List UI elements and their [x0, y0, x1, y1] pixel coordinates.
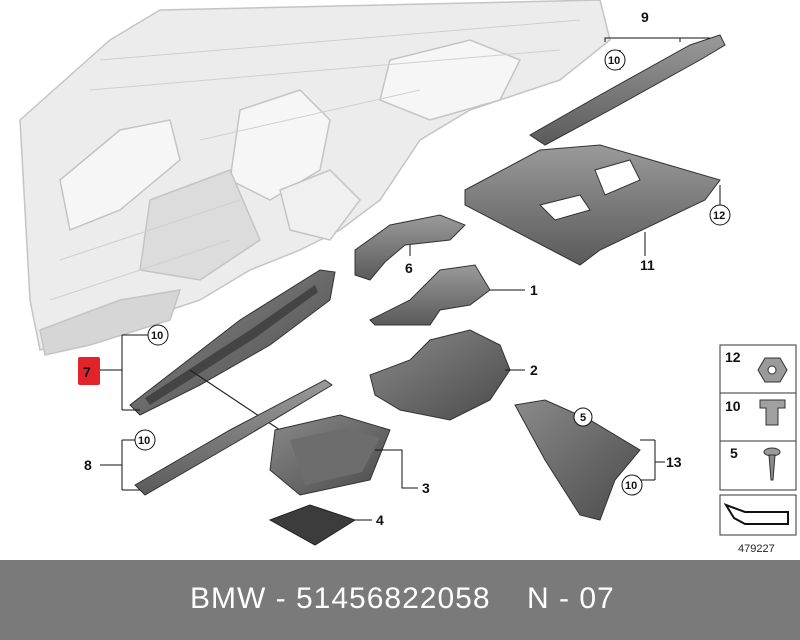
circle-ref-10-part9 [604, 49, 626, 71]
circle-label-5-part13: 5 [580, 412, 586, 424]
part-2-column-cover-lower [369, 329, 511, 421]
part-3-glove-box [269, 414, 391, 496]
dashboard-details [49, 19, 581, 301]
brand-part-number: BMW - 51456822058 [190, 582, 491, 615]
circle-ref-10-part7 [147, 324, 169, 346]
circle-label-10-part8: 10 [138, 435, 150, 447]
diagram-group-code: N - 07 [527, 582, 615, 615]
circled-references [134, 49, 731, 496]
reference-number: 479227 [738, 543, 775, 555]
callout-8: 8 [84, 457, 92, 473]
circle-label-10-part9: 10 [608, 55, 620, 67]
screw-icon [763, 447, 781, 481]
circle-ref-12-part11 [709, 204, 731, 226]
callout-13: 13 [666, 454, 682, 470]
circle-label-10-part7: 10 [151, 330, 163, 342]
callout-leaders [100, 37, 721, 521]
circle-ref-10-part8 [134, 429, 156, 451]
circle-ref-5-part13 [573, 407, 593, 427]
callout-2: 2 [530, 362, 538, 378]
part-13-knee-bolster [514, 399, 641, 521]
part-4-mat [268, 504, 357, 546]
callout-11: 11 [640, 257, 655, 273]
circle-label-12-part11: 12 [713, 210, 725, 222]
part-11-floor-panel [464, 144, 721, 266]
part-7-trim-panel [129, 269, 336, 431]
part-number-footer: BMW - 51456822058 N - 07 [0, 560, 800, 640]
circled-reference-labels: 10 10 10 12 5 10 [138, 55, 725, 492]
circle-label-10-part13: 10 [625, 480, 637, 492]
legend-label-12: 12 [725, 349, 741, 365]
legend-label-5: 5 [730, 445, 738, 461]
callout-1: 1 [530, 282, 538, 298]
part-1-column-cover-upper [369, 264, 491, 326]
callout-7-highlight: 7 [78, 357, 100, 385]
legend-label-10: 10 [725, 398, 741, 414]
callout-labels: 1 2 3 4 6 11 9 8 13 [84, 9, 682, 528]
callout-4: 4 [376, 512, 384, 528]
part-9-trim-strip [529, 34, 726, 146]
part-6-bracket [354, 214, 466, 281]
hex-nut-icon [757, 357, 788, 383]
callout-7: 7 [83, 364, 91, 380]
dashboard-carrier [19, 0, 611, 356]
fastener-legend: 12 10 5 479227 [719, 344, 797, 555]
exploded-parts-diagram: 1 2 3 4 6 11 9 8 13 7 10 10 10 12 5 10 1… [19, 0, 797, 555]
direction-arrow-icon [723, 503, 789, 525]
callout-3: 3 [422, 480, 430, 496]
circle-ref-10-part13 [621, 474, 643, 496]
part-8-trim-strip [134, 379, 333, 496]
callout-6: 6 [405, 260, 413, 276]
clip-nut-icon [759, 399, 786, 426]
callout-9: 9 [641, 9, 649, 25]
